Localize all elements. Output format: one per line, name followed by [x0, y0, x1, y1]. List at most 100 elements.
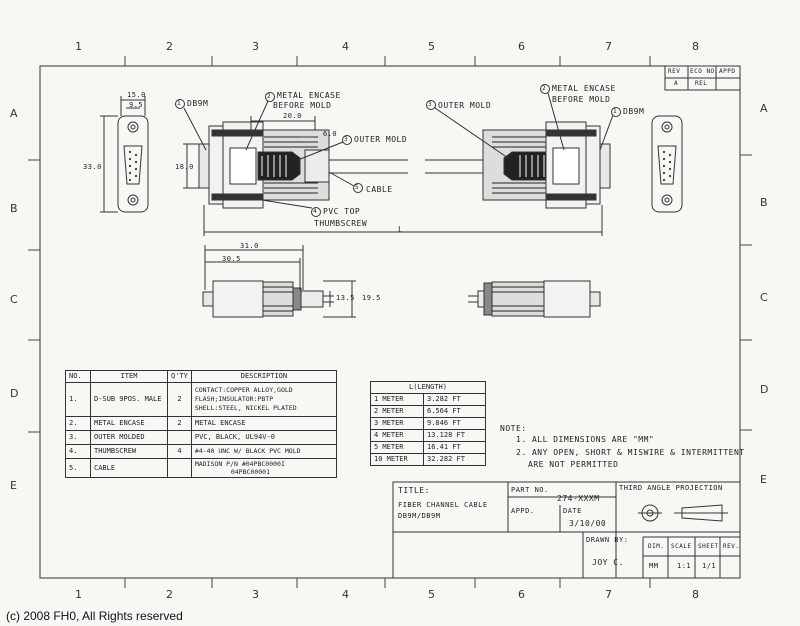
dim-value: MM — [649, 562, 659, 570]
bom-qty: 2 — [167, 416, 192, 431]
grid-col-1-bottom: 1 — [75, 588, 82, 601]
bom-no: 5. — [65, 458, 91, 478]
note-2: 2. ANY OPEN, SHORT & MISWIRE & INTERMITT… — [516, 448, 745, 457]
dim-31: 31.0 — [240, 242, 259, 250]
bom-item: CABLE — [90, 458, 168, 478]
grid-row-a-left: A — [10, 107, 18, 120]
eco-header: ECO NO. — [690, 68, 719, 75]
bom-desc: MADISON P/N #04PBC0000I 04PBC00001 — [190, 458, 338, 478]
note-1: 1. ALL DIMENSIONS ARE "MM" — [516, 435, 655, 444]
length-title: L(LENGTH) — [370, 381, 486, 394]
bom-item: THUMBSCREW — [90, 444, 168, 459]
grid-row-b-right: B — [760, 196, 768, 209]
bom-desc-line: CONTACT:COPPER ALLOY,GOLD — [194, 386, 293, 394]
dim-label: DIM. — [648, 543, 665, 550]
callout-pvc-top: PVC TOP — [323, 207, 361, 216]
note-2-continued: ARE NOT PERMITTED — [528, 460, 619, 469]
bom-no: 3. — [65, 430, 91, 445]
eco-value: REL — [695, 80, 708, 87]
table-row: 4. THUMBSCREW 4 #4-40 UNC W/ BLACK PVC M… — [65, 444, 338, 459]
bom-desc: METAL ENCASE — [190, 416, 338, 431]
bom-qty: 4 — [167, 444, 192, 459]
grid-col-6-top: 6 — [518, 40, 525, 53]
dim-33: 33.0 — [83, 163, 102, 171]
grid-col-6-bottom: 6 — [518, 588, 525, 601]
bom-header-no: NO. — [65, 370, 91, 383]
grid-row-d-left: D — [10, 387, 19, 400]
grid-row-c-left: C — [10, 293, 18, 306]
grid-row-c-right: C — [760, 291, 768, 304]
notes-label: NOTE: — [500, 424, 527, 433]
rev-value: A — [674, 80, 679, 87]
dim-30-5: 30.5 — [222, 255, 241, 263]
callout-metal-encase-right: METAL ENCASE — [552, 84, 616, 93]
grid-col-3-top: 3 — [252, 40, 259, 53]
callout-3-number-right: 3 — [428, 101, 433, 108]
left-connector-face — [100, 96, 149, 213]
bom-desc: PVC, BLACK, UL94V-0 — [190, 430, 338, 445]
dim-length-l: L — [398, 225, 404, 234]
callout-metal-encase-left: METAL ENCASE — [277, 91, 341, 100]
grid-row-d-right: D — [760, 383, 769, 396]
length-meter: 2 METER — [370, 405, 424, 418]
bom-item: OUTER MOLDED — [90, 430, 168, 445]
bom-item: METAL ENCASE — [90, 416, 168, 431]
table-row: 3. OUTER MOLDED PVC, BLACK, UL94V-0 — [65, 430, 338, 445]
length-meter: 5 METER — [370, 441, 424, 454]
length-feet: 9.846 FT — [423, 417, 486, 430]
length-feet: 32.282 FT — [423, 453, 486, 466]
bom-qty — [167, 430, 192, 445]
callout-thumbscrew: THUMBSCREW — [314, 219, 368, 228]
bom-qty — [167, 458, 192, 478]
callout-before-mold-left: BEFORE MOLD — [273, 101, 332, 110]
part-no-label: PART NO. — [511, 486, 549, 494]
grid-col-5-top: 5 — [428, 40, 435, 53]
appd-label: APPD. — [511, 507, 535, 515]
projection-symbol — [638, 504, 728, 522]
callout-cable: CABLE — [366, 185, 393, 194]
callout-3-number: 3 — [344, 136, 349, 143]
title-label: TITLE: — [398, 486, 430, 495]
callout-1-number-right: 1 — [613, 108, 618, 115]
callout-db9m-right: DB9M — [623, 107, 645, 116]
callout-before-mold-right: BEFORE MOLD — [552, 95, 611, 104]
rev-header: REV — [668, 68, 681, 75]
grid-col-8-top: 8 — [692, 40, 699, 53]
callout-1-number: 1 — [177, 100, 182, 107]
dim-18: 18.0 — [175, 163, 194, 171]
callout-5-number: 5 — [355, 184, 360, 191]
grid-col-2-top: 2 — [166, 40, 173, 53]
grid-col-4-bottom: 4 — [342, 588, 349, 601]
bom-no: 2. — [65, 416, 91, 431]
appd-header: APPD — [719, 68, 736, 75]
grid-col-3-bottom: 3 — [252, 588, 259, 601]
bom-desc-line: 04PBC00001 — [230, 468, 270, 476]
grid-col-8-bottom: 8 — [692, 588, 699, 601]
length-meter: 1 METER — [370, 393, 424, 406]
table-row: 2. METAL ENCASE 2 METAL ENCASE — [65, 416, 338, 431]
bom-header-qty: Q'TY — [167, 370, 192, 383]
drawing-title-line-2: DB9M/DB9M — [398, 512, 441, 520]
bom-table: NO. ITEM Q'TY DESCRIPTION 1. D-SUB 9POS.… — [65, 370, 338, 478]
table-row: 1. D-SUB 9POS. MALE 2 CONTACT:COPPER ALL… — [65, 382, 338, 417]
callout-outer-mold-left: OUTER MOLD — [354, 135, 408, 144]
scale-value: 1:1 — [677, 562, 692, 570]
callout-2-number: 2 — [267, 93, 272, 100]
length-meter: 10 METER — [370, 453, 424, 466]
bom-qty: 2 — [167, 382, 192, 417]
bom-header-description: DESCRIPTION — [190, 370, 338, 383]
dim-15: 15.0 — [127, 91, 146, 99]
table-row: 5. CABLE MADISON P/N #04PBC0000I 04PBC00… — [65, 458, 338, 478]
grid-col-7-top: 7 — [605, 40, 612, 53]
callout-2-number-right: 2 — [542, 85, 547, 92]
grid-row-e-left: E — [10, 479, 17, 492]
copyright-text: (c) 2008 FH0, All Rights reserved — [6, 609, 183, 623]
right-connector-side — [425, 121, 611, 209]
